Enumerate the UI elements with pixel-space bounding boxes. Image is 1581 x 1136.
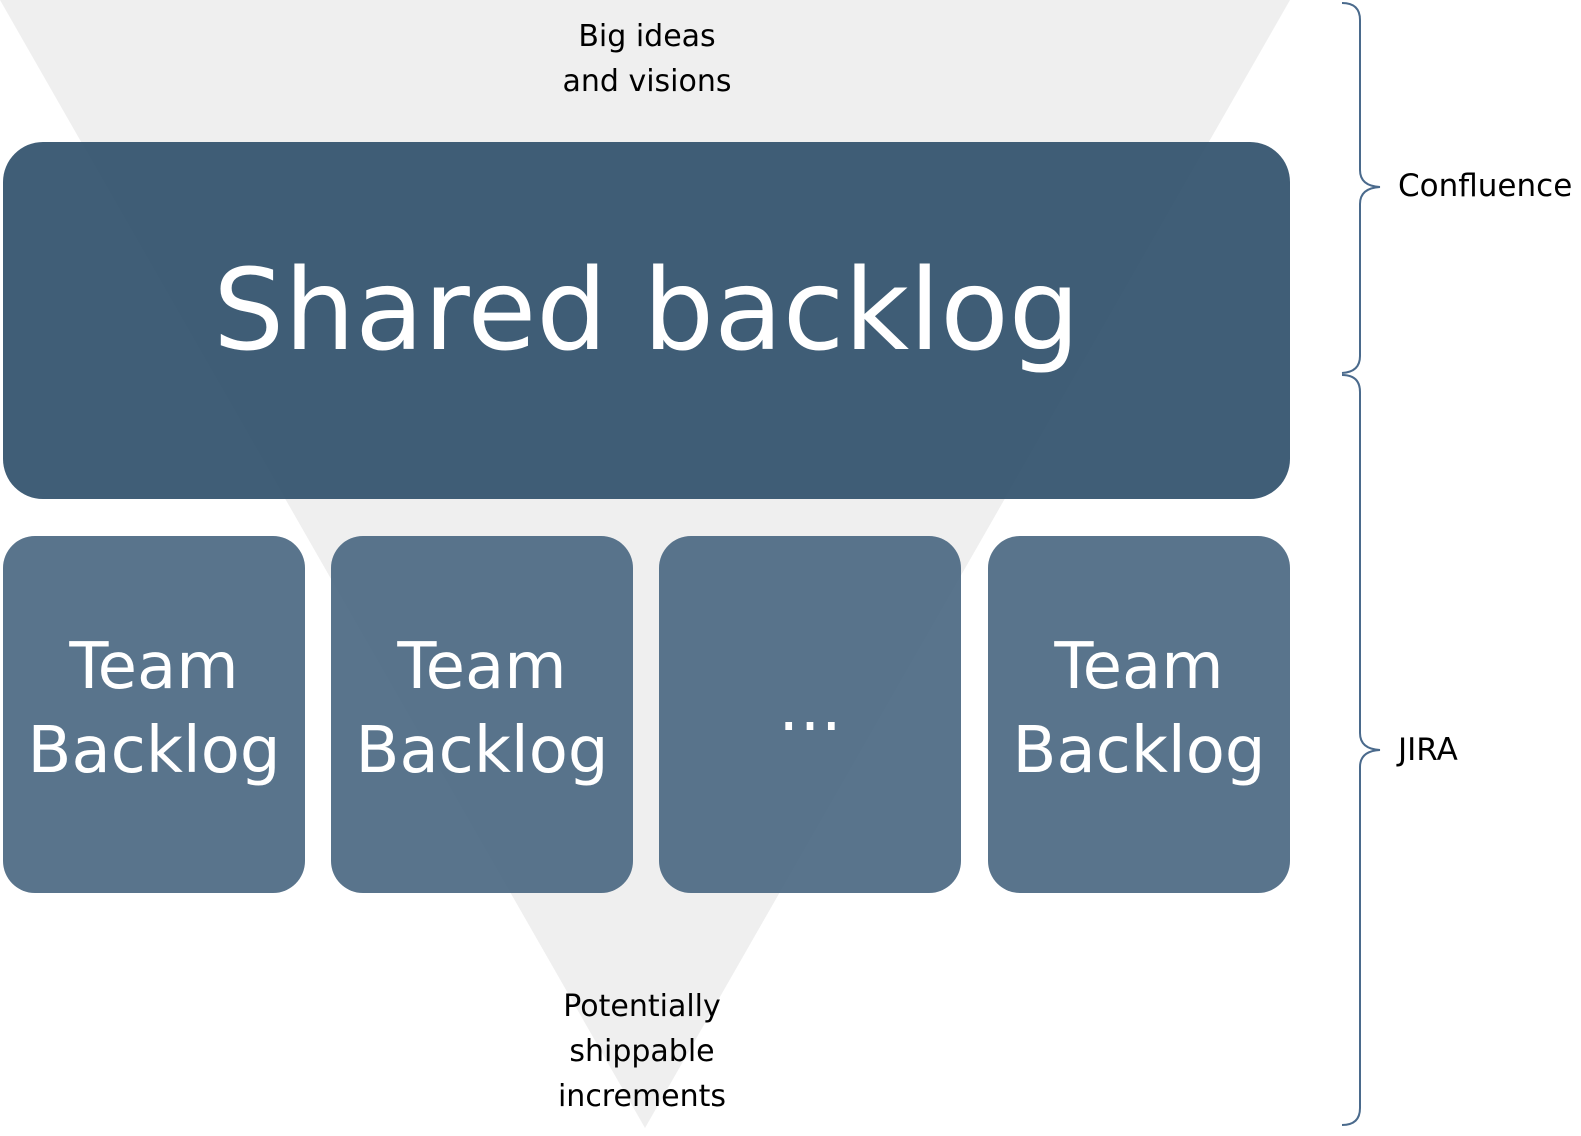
- team-backlog-4-line-1: Team: [1054, 629, 1224, 704]
- confluence-label: Confluence: [1398, 168, 1573, 204]
- team-backlog-box-ellipsis: …: [659, 536, 961, 893]
- ellipsis-text: …: [778, 671, 842, 746]
- jira-label: JIRA: [1398, 732, 1458, 768]
- funnel-top-label-line-1: Big ideas: [578, 19, 716, 54]
- funnel-bottom-label-line-1: Potentially: [563, 989, 721, 1024]
- jira-brace: [1341, 374, 1381, 1126]
- shared-backlog-label: Shared backlog: [213, 245, 1080, 376]
- team-backlog-2-line-1: Team: [397, 629, 567, 704]
- team-backlog-4-line-2: Backlog: [1012, 713, 1266, 788]
- shared-backlog-box: Shared backlog: [3, 142, 1290, 499]
- team-backlog-label-4: Team Backlog: [1013, 625, 1266, 793]
- team-backlog-box-1: Team Backlog: [3, 536, 305, 893]
- team-backlog-label-ellipsis: …: [778, 667, 842, 751]
- funnel-bottom-label: Potentially shippable increments: [512, 984, 772, 1119]
- team-backlog-1-line-2: Backlog: [27, 713, 281, 788]
- team-backlog-label-2: Team Backlog: [356, 625, 609, 793]
- team-backlog-2-line-2: Backlog: [355, 713, 609, 788]
- team-backlog-box-2: Team Backlog: [331, 536, 633, 893]
- team-backlog-label-1: Team Backlog: [28, 625, 281, 793]
- funnel-bottom-label-line-2: shippable: [569, 1034, 715, 1069]
- team-backlog-1-line-1: Team: [69, 629, 239, 704]
- team-backlog-box-4: Team Backlog: [988, 536, 1290, 893]
- confluence-brace: [1341, 2, 1381, 374]
- funnel-bottom-label-line-3: increments: [557, 1079, 727, 1114]
- funnel-top-label-line-2: and visions: [562, 64, 732, 99]
- tool-braces: [1341, 2, 1381, 1126]
- funnel-top-label: Big ideas and visions: [547, 14, 747, 104]
